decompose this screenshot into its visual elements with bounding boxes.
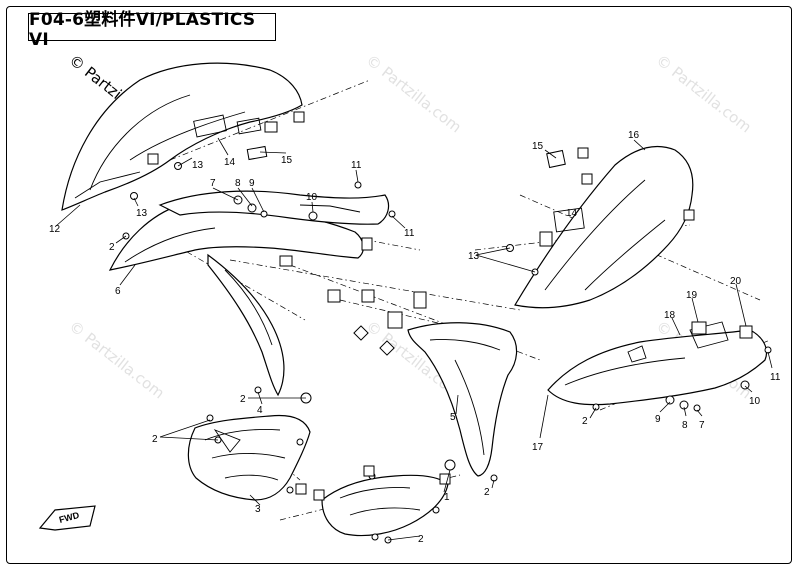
callout-14: 14 xyxy=(566,208,578,219)
callout-11: 11 xyxy=(770,372,781,383)
callout-11: 11 xyxy=(351,160,362,171)
leader-lines xyxy=(55,137,773,541)
callout-19: 19 xyxy=(686,290,698,301)
diagram-title: F04-6塑料件VI/PLASTICS VI xyxy=(29,9,256,50)
part-1-lower-piece xyxy=(321,474,449,537)
callout-3: 3 xyxy=(255,504,261,515)
title-box: F04-6塑料件VI/PLASTICS VI xyxy=(28,10,276,50)
callouts: 12 13 13 14 15 2 6 7 8 9 10 11 11 4 2 2 … xyxy=(49,130,781,545)
callout-20: 20 xyxy=(730,276,742,287)
callout-8: 8 xyxy=(682,420,688,431)
callout-5: 5 xyxy=(450,412,456,423)
callout-13: 13 xyxy=(136,208,148,219)
callout-11: 11 xyxy=(404,228,415,239)
callout-1: 1 xyxy=(444,492,450,503)
callout-12: 12 xyxy=(49,224,61,235)
part-6-side-panel xyxy=(108,190,390,271)
callout-9: 9 xyxy=(655,414,661,425)
callout-17: 17 xyxy=(532,442,544,453)
callout-13: 13 xyxy=(468,251,480,262)
callout-15: 15 xyxy=(532,141,544,152)
callout-7: 7 xyxy=(699,420,705,431)
diagram-frame xyxy=(6,6,792,564)
callout-16: 16 xyxy=(628,130,640,141)
part-17-right-side-panel xyxy=(547,321,768,406)
callout-2: 2 xyxy=(484,487,490,498)
callout-2: 2 xyxy=(152,434,158,445)
watermark-text: © Partzilla.com xyxy=(653,51,755,136)
callout-10: 10 xyxy=(749,396,761,407)
part-4-side-cover xyxy=(207,253,285,397)
callout-15: 15 xyxy=(281,155,293,166)
callout-6: 6 xyxy=(115,286,121,297)
callout-7: 7 xyxy=(210,178,216,189)
callout-8: 8 xyxy=(235,178,241,189)
forward-arrow: FWD xyxy=(38,505,96,531)
watermark-text: © Partzilla.com xyxy=(363,51,465,136)
part-16-tank-cover xyxy=(514,145,694,309)
callout-10: 10 xyxy=(306,192,318,203)
callout-2: 2 xyxy=(582,416,588,427)
watermark-text: © Partzilla.com xyxy=(66,317,168,402)
callout-2: 2 xyxy=(109,242,115,253)
hardware xyxy=(122,111,772,544)
callout-2: 2 xyxy=(240,394,246,405)
callout-18: 18 xyxy=(664,310,676,321)
callout-4: 4 xyxy=(257,405,263,416)
callout-9: 9 xyxy=(249,178,255,189)
callout-2: 2 xyxy=(418,534,424,545)
part-12-cowl xyxy=(61,62,303,211)
part-5-center-panel xyxy=(407,322,518,477)
callout-14: 14 xyxy=(224,157,236,168)
callout-13: 13 xyxy=(192,160,204,171)
